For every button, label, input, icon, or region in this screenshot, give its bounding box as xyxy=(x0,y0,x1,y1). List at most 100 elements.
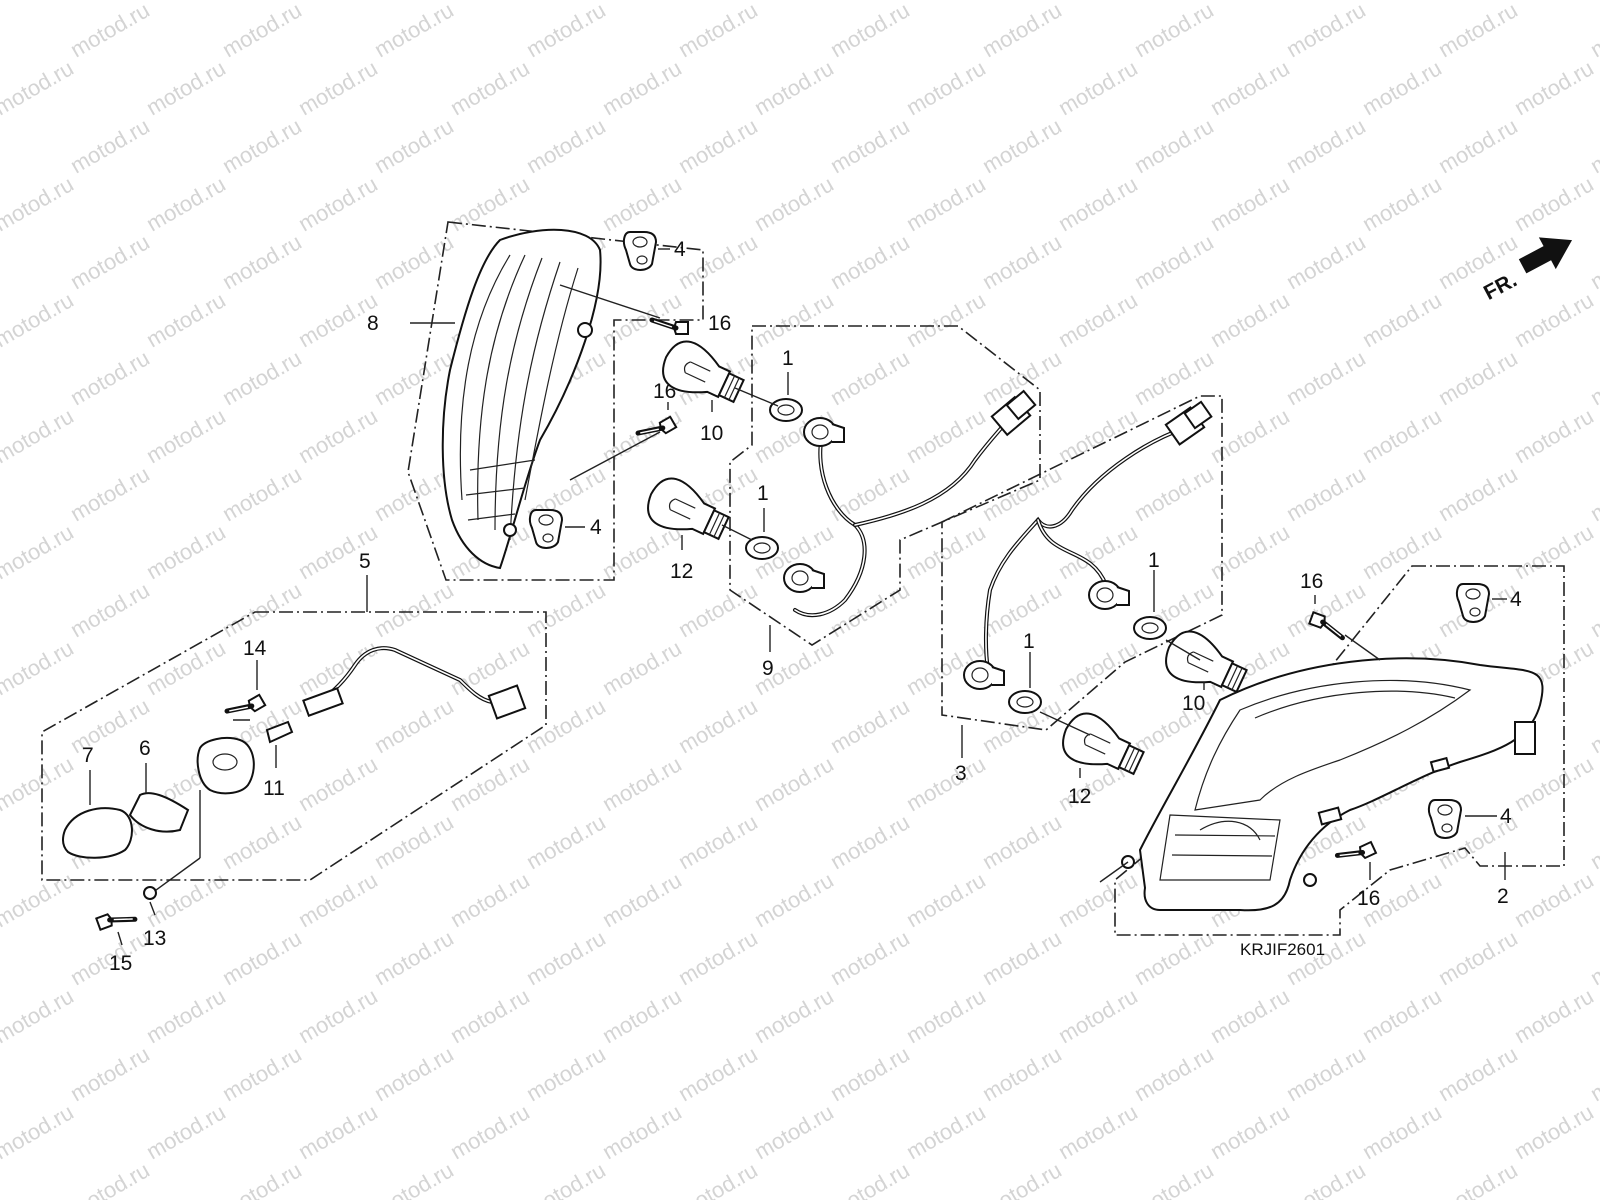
callout-12-b: 12 xyxy=(1068,785,1091,808)
watermark-text: motod.ru xyxy=(446,55,534,120)
watermark-text: motod.ru xyxy=(1586,113,1600,178)
watermark-text: motod.ru xyxy=(1054,171,1142,236)
watermark-text: motod.ru xyxy=(1054,867,1142,932)
watermark-text: motod.ru xyxy=(1282,0,1370,62)
watermark-text: motod.ru xyxy=(1434,1157,1522,1200)
callout-14: 14 xyxy=(243,637,267,660)
callout-3: 3 xyxy=(955,762,967,785)
watermark-text: motod.ru xyxy=(598,751,686,816)
watermark-text: motod.ru xyxy=(978,113,1066,178)
watermark-text: motod.ru xyxy=(0,983,78,1048)
watermark-text: motod.ru xyxy=(1586,577,1600,642)
part-3-rear-harness-group: 3 xyxy=(941,395,1223,785)
callout-5: 5 xyxy=(359,550,371,573)
watermark-text: motod.ru xyxy=(1130,1041,1218,1106)
watermark-text: motod.ru xyxy=(1510,983,1598,1048)
watermark-text: motod.ru xyxy=(218,925,306,990)
callout-2: 2 xyxy=(1497,885,1509,908)
watermark-text: motod.ru xyxy=(522,0,610,62)
callout-1-b: 1 xyxy=(757,482,769,505)
watermark-text: motod.ru xyxy=(1130,345,1218,410)
watermark-text: motod.ru xyxy=(1054,287,1142,352)
callout-10-b: 10 xyxy=(1182,692,1205,715)
watermark-text: motod.ru xyxy=(1130,1157,1218,1200)
watermark-text: motod.ru xyxy=(294,983,382,1048)
watermark-text: motod.ru xyxy=(294,171,382,236)
watermark-text: motod.ru xyxy=(826,113,914,178)
watermark-text: motod.ru xyxy=(370,577,458,642)
watermark-text: motod.ru xyxy=(826,809,914,874)
watermark-text: motod.ru xyxy=(750,751,838,816)
watermark-text: motod.ru xyxy=(218,577,306,642)
watermark-text: motod.ru xyxy=(826,461,914,526)
watermark-text: motod.ru xyxy=(1358,55,1446,120)
watermark-text: motod.ru xyxy=(142,55,230,120)
watermark-text: motod.ru xyxy=(1206,287,1294,352)
callout-11: 11 xyxy=(263,777,285,800)
watermark-text: motod.ru xyxy=(978,1157,1066,1200)
callout-10-a: 10 xyxy=(700,422,723,445)
watermark-text: motod.ru xyxy=(218,461,306,526)
watermark-text: motod.ru xyxy=(294,0,382,4)
watermark-text: motod.ru xyxy=(370,0,458,62)
watermark-text: motod.ru xyxy=(1586,345,1600,410)
watermark-text: motod.ru xyxy=(370,809,458,874)
watermark-text: motod.ru xyxy=(66,0,154,62)
watermark-text: motod.ru xyxy=(902,983,990,1048)
watermark-text: motod.ru xyxy=(142,519,230,584)
watermark-text: motod.ru xyxy=(750,0,838,4)
watermark-text: motod.ru xyxy=(1206,0,1294,4)
watermark-text: motod.ru xyxy=(1434,461,1522,526)
watermark-text: motod.ru xyxy=(218,1157,306,1200)
gasket-part-1-c xyxy=(1133,616,1167,640)
watermark-text: motod.ru xyxy=(826,0,914,62)
callout-4-lower-left: 4 xyxy=(590,516,602,539)
watermark-text: motod.ru xyxy=(750,1099,838,1164)
watermark-text: motod.ru xyxy=(902,287,990,352)
watermark-text: motod.ru xyxy=(218,809,306,874)
watermark-text: motod.ru xyxy=(1054,635,1142,700)
watermark-text: motod.ru xyxy=(142,403,230,468)
watermark-text: motod.ru xyxy=(902,867,990,932)
callout-7: 7 xyxy=(82,744,94,767)
watermark-text: motod.ru xyxy=(1358,983,1446,1048)
watermark-text: motod.ru xyxy=(66,345,154,410)
clip-part-4-lower-right xyxy=(1427,799,1462,839)
watermark-text: motod.ru xyxy=(294,867,382,932)
bulb-socket-lower xyxy=(783,563,825,593)
watermark-text: motod.ru xyxy=(826,925,914,990)
watermark-text: motod.ru xyxy=(1282,229,1370,294)
watermark-text: motod.ru xyxy=(1434,0,1522,62)
watermark-text: motod.ru xyxy=(0,1099,78,1164)
watermark-text: motod.ru xyxy=(294,55,382,120)
watermark-text: motod.ru xyxy=(0,0,78,4)
watermark-text: motod.ru xyxy=(978,925,1066,990)
watermark-text: motod.ru xyxy=(826,693,914,758)
clip-part-4-upper xyxy=(622,231,657,271)
watermark-text: motod.ru xyxy=(1358,403,1446,468)
watermark-text: motod.ru xyxy=(598,0,686,4)
watermark-text: motod.ru xyxy=(66,1041,154,1106)
watermark-text: motod.ru xyxy=(218,113,306,178)
watermark-text: motod.ru xyxy=(1510,403,1598,468)
watermark-text: motod.ru xyxy=(1510,1099,1598,1164)
watermark-text: motod.ru xyxy=(978,0,1066,62)
watermark-text: motod.ru xyxy=(1358,171,1446,236)
watermark-text: motod.ru xyxy=(674,229,762,294)
watermark-text: motod.ru xyxy=(1206,983,1294,1048)
watermark-text: motod.ru xyxy=(522,693,610,758)
watermark-text: motod.ru xyxy=(0,55,78,120)
watermark-text: motod.ru xyxy=(826,577,914,642)
watermark-text: motod.ru xyxy=(0,403,78,468)
watermark-text: motod.ru xyxy=(1510,0,1598,4)
watermark-text: motod.ru xyxy=(446,983,534,1048)
watermark-text: motod.ru xyxy=(1206,403,1294,468)
gasket-part-1-b xyxy=(745,536,779,560)
watermark-text: motod.ru xyxy=(902,0,990,4)
watermark-text: motod.ru xyxy=(902,519,990,584)
callout-8: 8 xyxy=(367,312,379,335)
watermark-text: motod.ru xyxy=(0,925,2,990)
bulb-socket-rear-lower xyxy=(963,660,1005,690)
watermark-text: motod.ru xyxy=(142,171,230,236)
